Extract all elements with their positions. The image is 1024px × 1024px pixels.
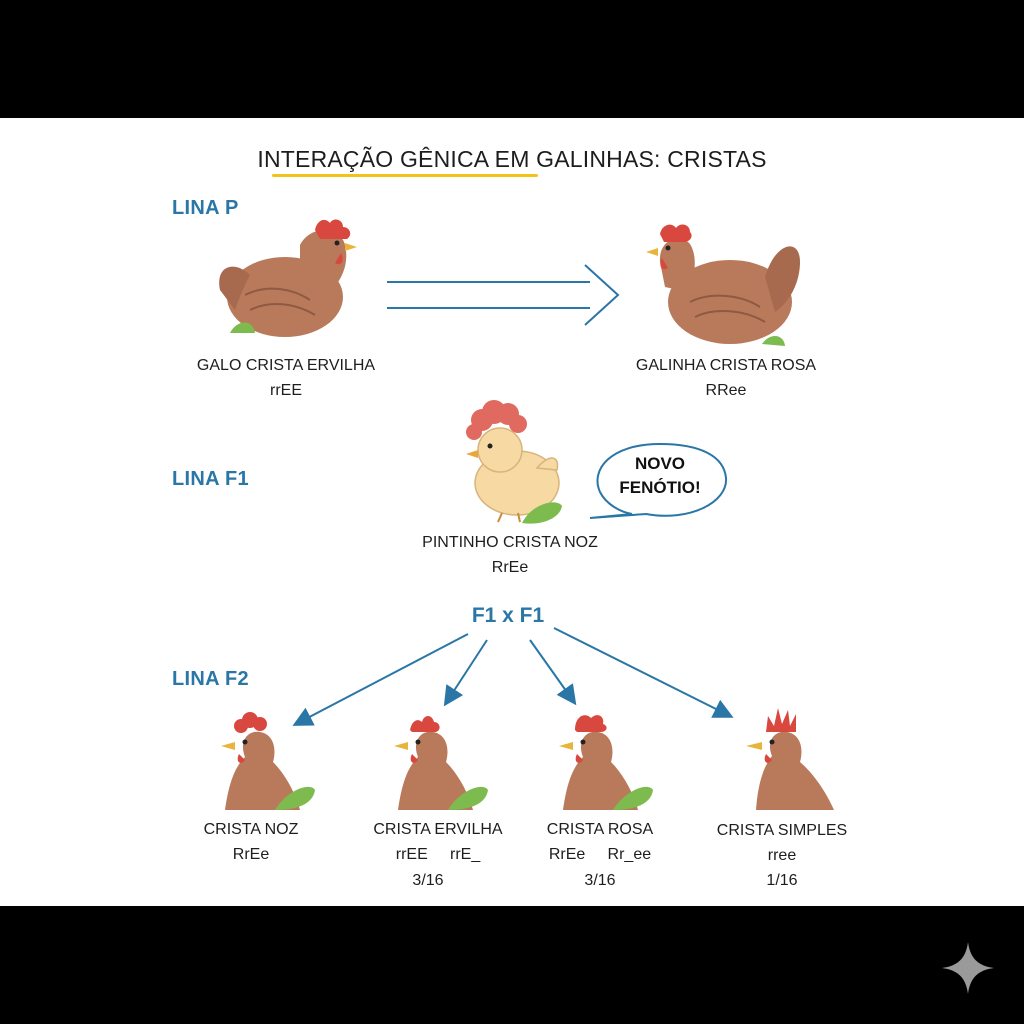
cross-label: F1 x F1 [471,604,545,627]
rooster-pea-comb-icon [219,219,357,337]
f2-genotype-pea: rrEE rrE_ [395,846,481,863]
bubble-line-2: FENÓTIO! [619,478,701,497]
f2-genotype-single: rree [767,847,797,864]
sparkle-icon [942,942,994,994]
f2-name-single: CRISTA SIMPLES [716,822,848,839]
f2-genotype-rose: RrEe Rr_ee [548,846,652,863]
parent-female-name: GALINHA CRISTA ROSA [635,357,817,374]
chick-walnut-comb-icon [466,400,562,524]
f2-single-comb-chicken-icon [746,708,834,810]
double-line-right-arrow-icon [387,264,620,326]
f2-ratio-pea: 3/16 [412,872,444,889]
bubble-text: NOVO FENÓTIO! [595,452,725,500]
diagram-title: INTERAÇÃO GÊNICA EM GALINHAS: CRISTAS [257,146,767,172]
f1-genotype: RrEe [491,559,529,576]
f2-name-rose: CRISTA ROSA [546,821,654,838]
f2-rose-comb-chicken-icon [559,715,653,810]
f2-genotype-walnut: RrEe [232,846,270,863]
parent-female-genotype: RRee [705,382,747,399]
f1-name: PINTINHO CRISTA NOZ [422,534,598,551]
f2-name-pea: CRISTA ERVILHA [373,821,503,838]
hen-rose-comb-icon [646,224,800,346]
row-label-f2: LINA F2 [172,668,249,690]
f2-walnut-comb-chicken-icon [221,712,315,810]
parent-male-name: GALO CRISTA ERVILHA [196,357,376,374]
bubble-line-1: NOVO [634,454,686,473]
speech-bubble-icon [589,442,728,519]
parent-male-genotype: rrEE [270,382,302,399]
f2-ratio-single: 1/16 [766,872,798,889]
title-underline [272,174,538,177]
f2-ratio-rose: 3/16 [584,872,616,889]
f2-name-walnut: CRISTA NOZ [203,821,299,838]
row-label-p: LINA P [172,197,239,219]
row-label-f1: LINA F1 [172,468,249,490]
f2-cross-arrows [292,627,734,726]
f2-pea-comb-chicken-icon [394,716,488,810]
